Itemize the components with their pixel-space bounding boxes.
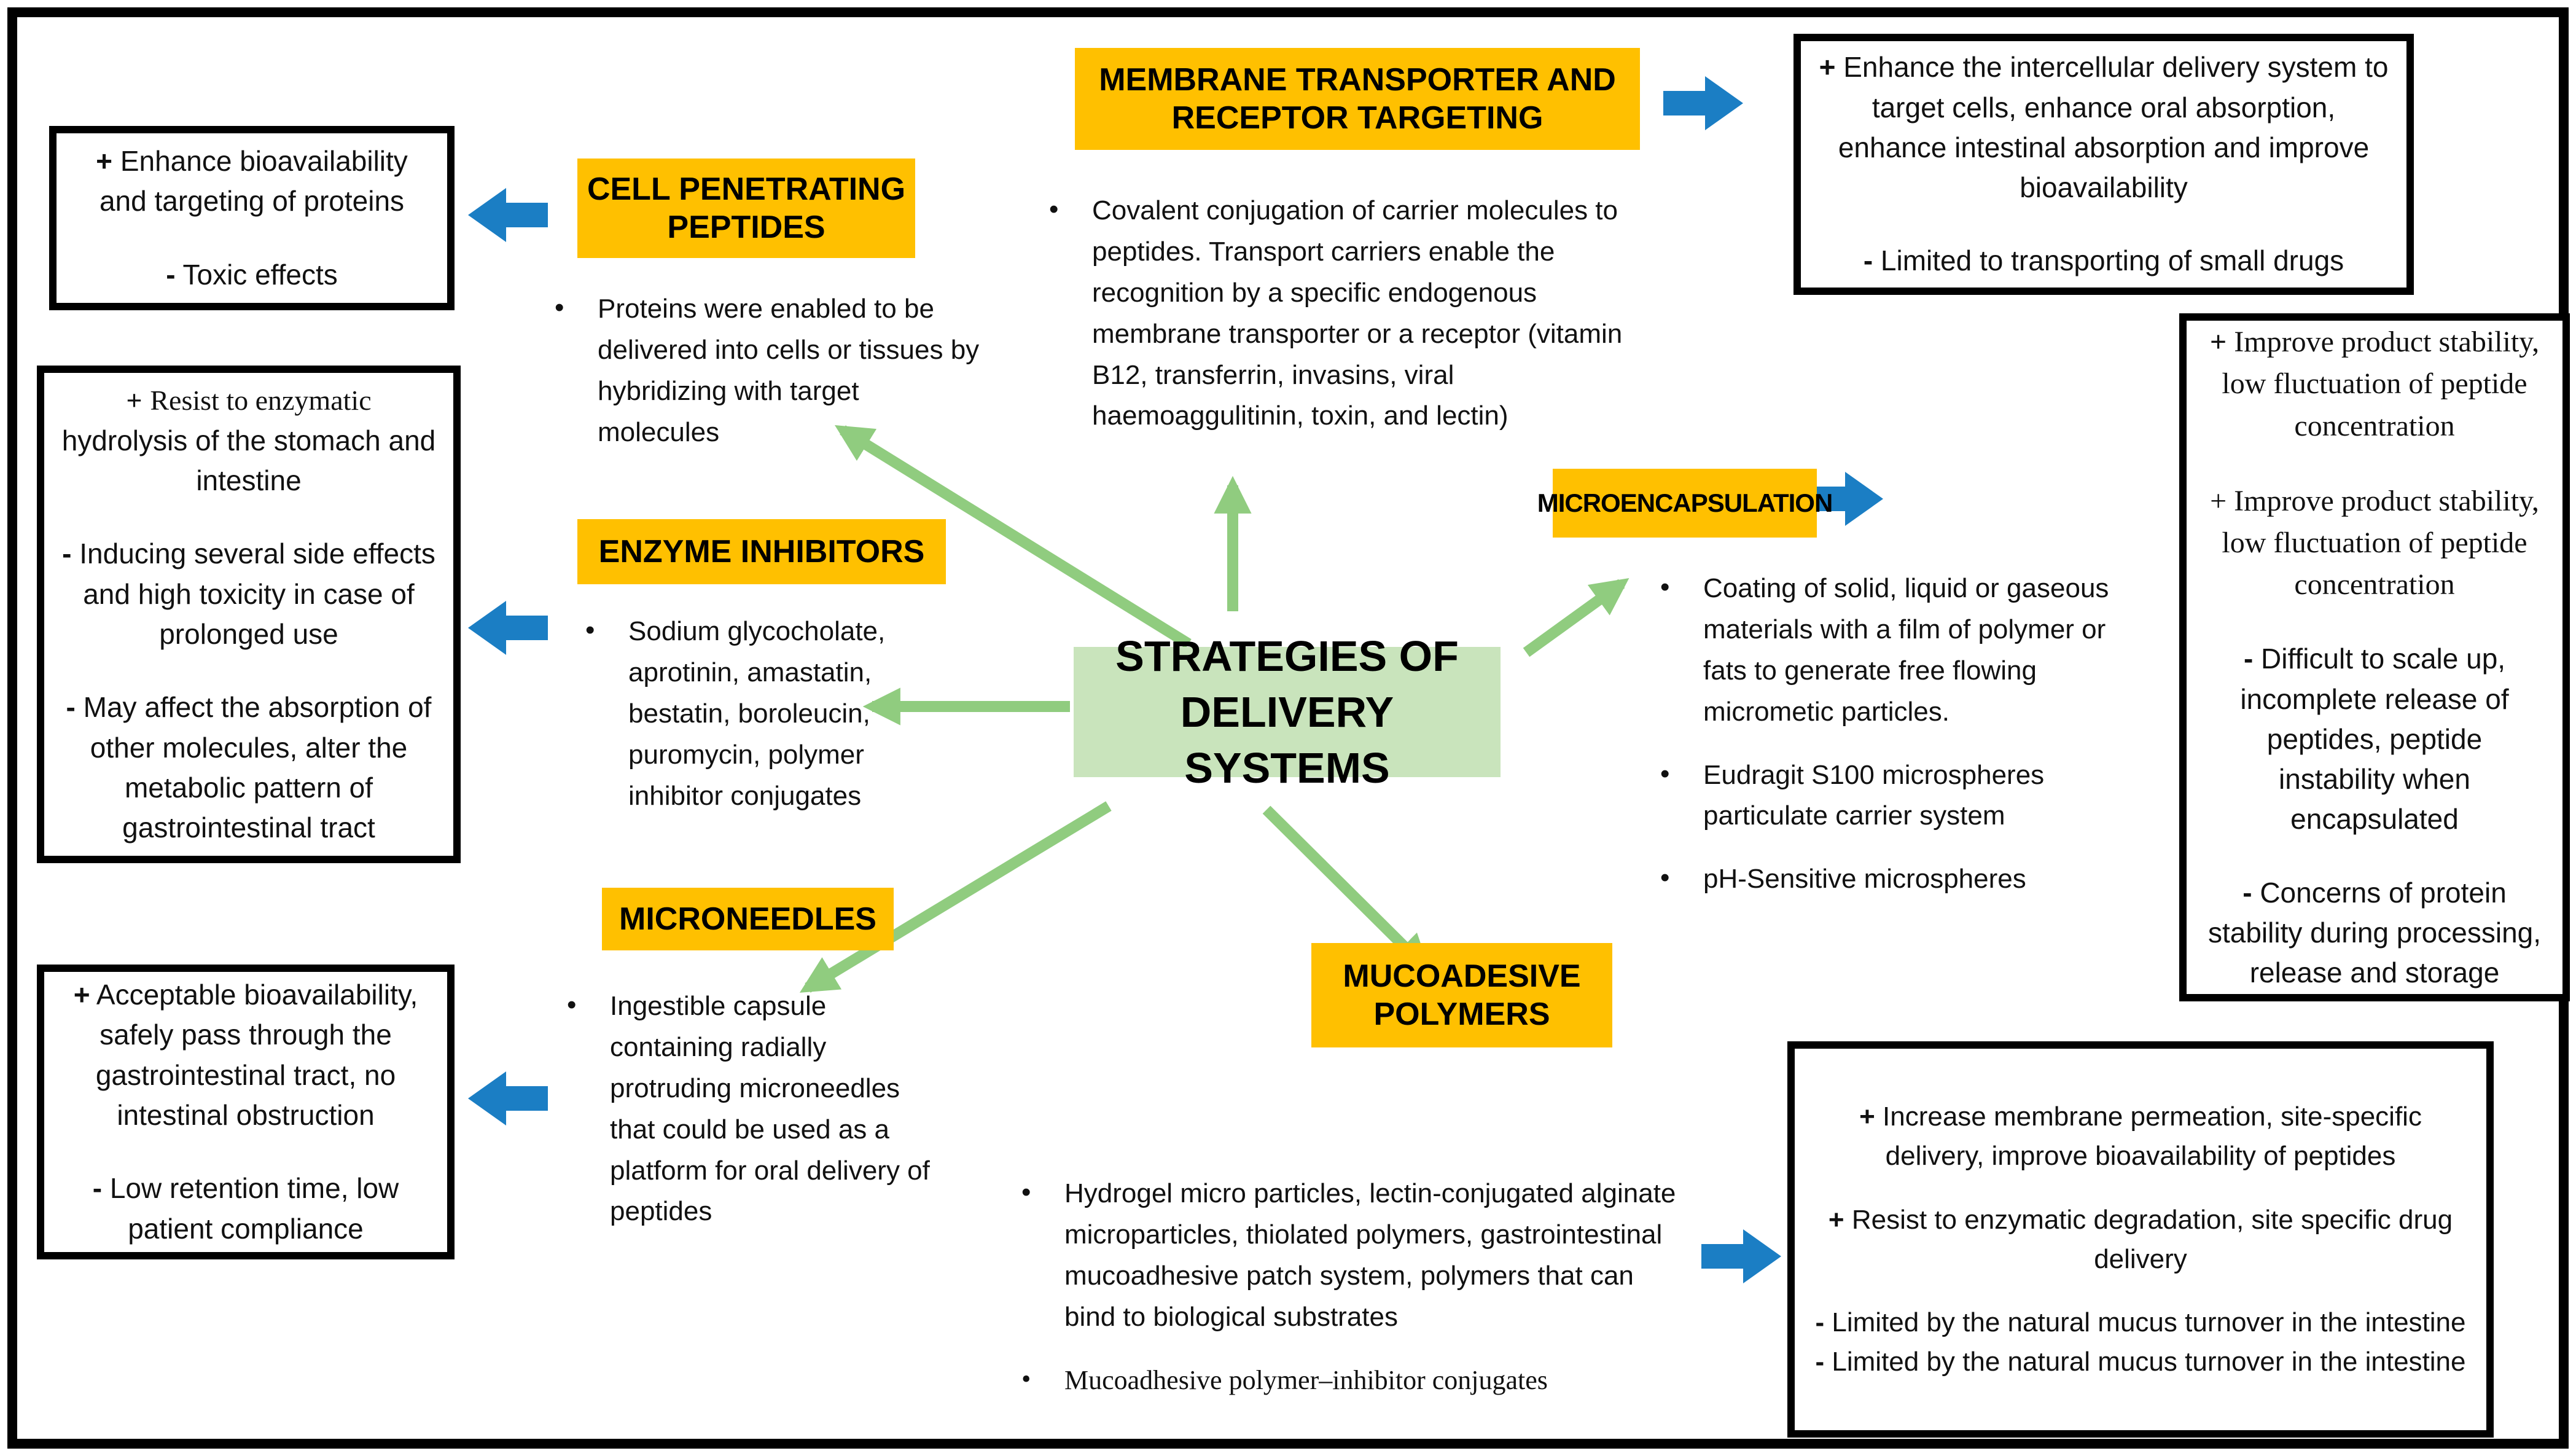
- pro-item: + Improve product stability, low fluctua…: [2209, 326, 2540, 442]
- enzyme-bullet-list: Sodium glycocholate, aprotinin, amastati…: [580, 610, 912, 839]
- list-item: Proteins were enabled to be delivered in…: [550, 288, 980, 453]
- con-item: - Limited by the natural mucus turnover …: [1815, 1307, 2466, 1338]
- con-item: - Toxic effects: [166, 258, 338, 291]
- header-microneedles: MICRONEEDLES: [602, 888, 894, 950]
- list-item: pH-Sensitive microspheres: [1655, 858, 2147, 900]
- con-item: - Difficult to scale up, incomplete rele…: [2240, 643, 2509, 836]
- list-item: Coating of solid, liquid or gaseous mate…: [1655, 567, 2147, 733]
- pro-item: + Resist to enzymatic degradation, site …: [1828, 1204, 2453, 1274]
- membrane-bullet-list: Covalent conjugation of carrier molecule…: [1044, 189, 1646, 459]
- pro-item: + Enhance bioavailability and targeting …: [96, 145, 408, 217]
- con-item: - Inducing several side effects and high…: [62, 538, 435, 650]
- con-item: - Concerns of protein stability during p…: [2207, 876, 2542, 989]
- list-item: Hydrogel micro particles, lectin-conjuga…: [1017, 1172, 1686, 1338]
- pro-item: + Enhance the intercellular delivery sys…: [1819, 51, 2389, 204]
- list-item: Eudragit S100 microspheres particulate c…: [1655, 754, 2147, 837]
- center-node: STRATEGIES OF DELIVERY SYSTEMS: [1074, 632, 1501, 792]
- proscons-box-enzyme-inhibitors: + Resist to enzymatic hydrolysis of the …: [37, 366, 461, 863]
- cpp-bullet-list: Proteins were enabled to be delivered in…: [550, 288, 980, 476]
- con-item: - Limited by the natural mucus turnover …: [1815, 1347, 2466, 1377]
- list-item: Covalent conjugation of carrier molecule…: [1044, 189, 1646, 437]
- header-cell-penetrating-peptides: CELL PENETRATING PEPTIDES: [577, 159, 915, 258]
- list-item: Mucoadhesive polymer–inhibitor conjugate…: [1017, 1359, 1686, 1401]
- microneedles-bullet-list: Ingestible capsule containing radially p…: [562, 985, 943, 1254]
- con-item: - Limited to transporting of small drugs: [1863, 245, 2344, 277]
- header-mucoadesive-polymers: MUCOADESIVE POLYMERS: [1311, 943, 1612, 1047]
- pro-item: + Resist to enzymatic hydrolysis of the …: [61, 385, 436, 497]
- proscons-box-microencapsulation: + Improve product stability, low fluctua…: [2179, 313, 2570, 1001]
- pro-item: + Increase membrane permeation, site-spe…: [1859, 1102, 2422, 1171]
- con-item: - May affect the absorption of other mol…: [66, 691, 432, 844]
- pro-item: + Acceptable bioavailability, safely pas…: [73, 979, 418, 1131]
- microencapsulation-bullet-list: Coating of solid, liquid or gaseous mate…: [1655, 567, 2147, 922]
- diagram-title: STRATEGIES OF DELIVERY SYSTEMS: [1115, 632, 1459, 792]
- list-item: Sodium glycocholate, aprotinin, amastati…: [580, 610, 912, 816]
- proscons-box-mucoadesive: + Increase membrane permeation, site-spe…: [1787, 1041, 2494, 1438]
- proscons-box-membrane-transporter: + Enhance the intercellular delivery sys…: [1793, 34, 2414, 295]
- mucoadesive-bullet-list: Hydrogel micro particles, lectin-conjuga…: [1017, 1172, 1686, 1423]
- header-enzyme-inhibitors: ENZYME INHIBITORS: [577, 519, 946, 584]
- pro-item: + Improve product stability, low fluctua…: [2210, 484, 2539, 601]
- proscons-box-cell-penetrating: + Enhance bioavailability and targeting …: [49, 126, 455, 310]
- header-membrane-transporter: MEMBRANE TRANSPORTER AND RECEPTOR TARGET…: [1075, 48, 1640, 150]
- proscons-box-microneedles: + Acceptable bioavailability, safely pas…: [37, 965, 455, 1259]
- list-item: Ingestible capsule containing radially p…: [562, 985, 943, 1232]
- header-microencapsulation: MICROENCAPSULATION: [1537, 469, 1833, 538]
- con-item: - Low retention time, low patient compli…: [92, 1172, 399, 1245]
